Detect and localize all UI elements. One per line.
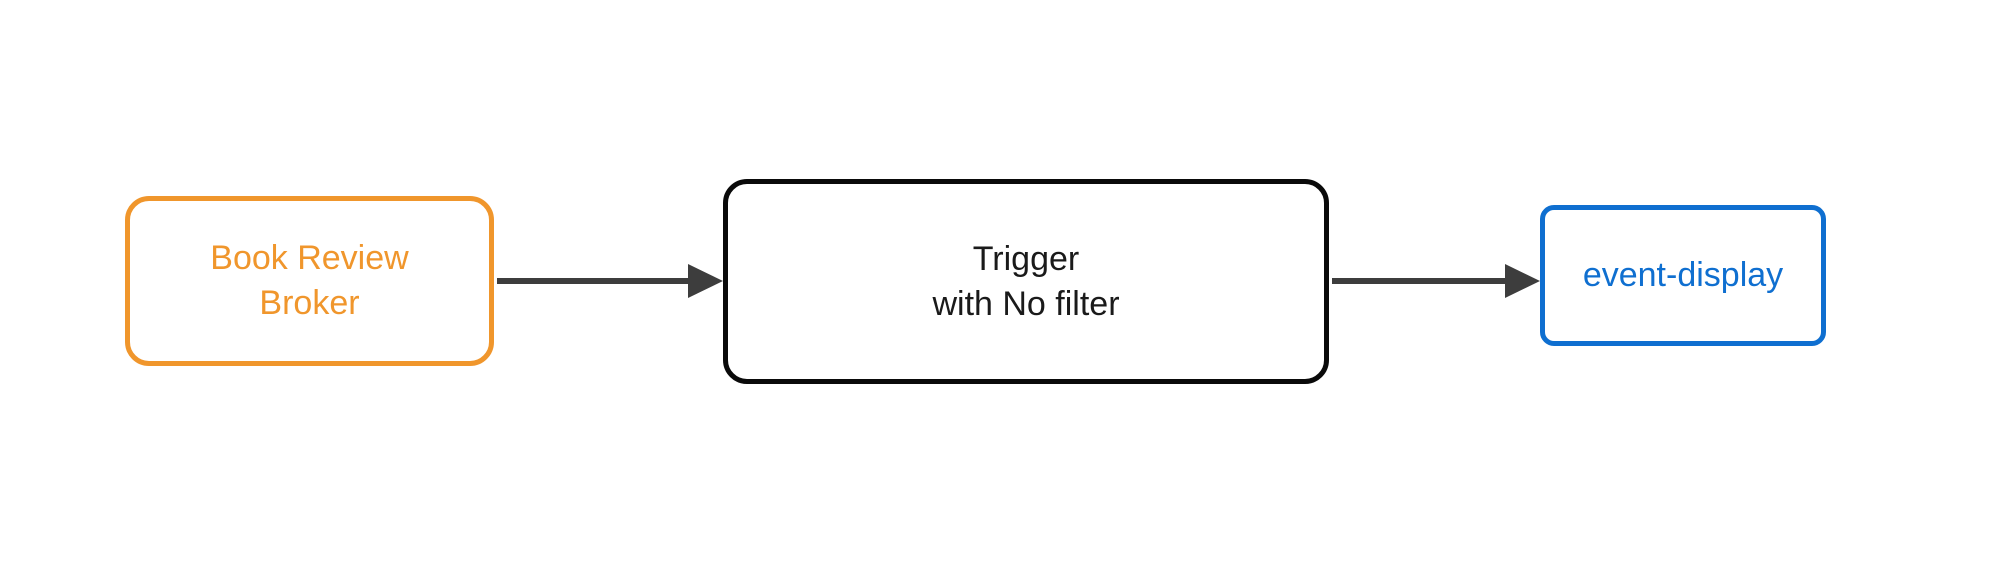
node-trigger[interactable]: Trigger with No filter [723, 179, 1329, 384]
node-trigger-label: Trigger with No filter [932, 239, 1120, 323]
edge-broker-to-trigger-line [497, 278, 689, 284]
node-event-display-label: event-display [1582, 256, 1784, 295]
node-event-display[interactable]: event-display [1540, 205, 1826, 346]
arrowhead-icon [688, 264, 723, 298]
edge-trigger-to-sink-line [1332, 278, 1506, 284]
node-book-review-broker-label: Book Review Broker [210, 239, 409, 322]
node-book-review-broker[interactable]: Book Review Broker [125, 196, 494, 366]
arrowhead-icon [1505, 264, 1540, 298]
